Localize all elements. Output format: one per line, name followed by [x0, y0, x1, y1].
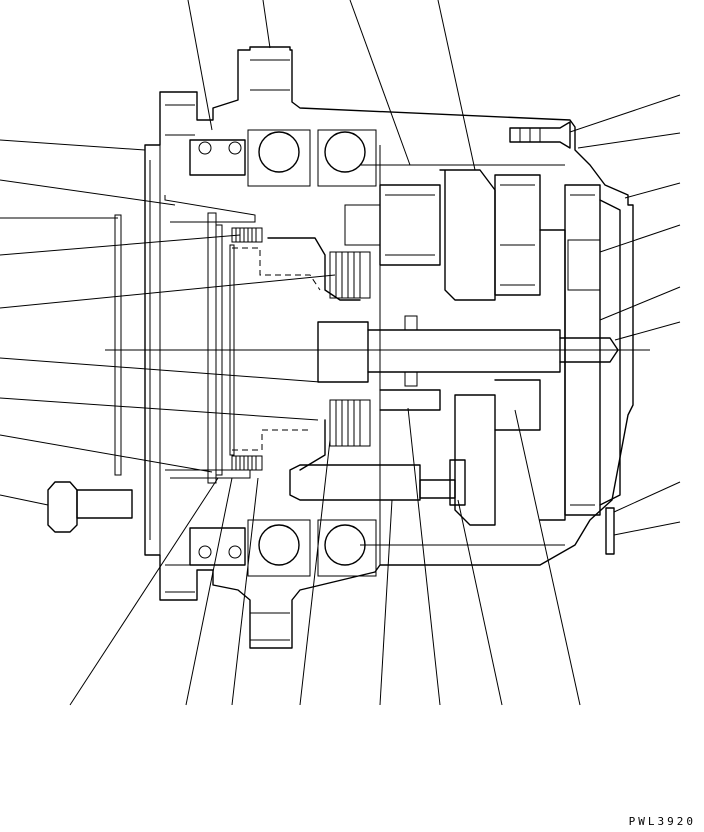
- leader-top-2: [263, 0, 270, 48]
- upper-bearing-pair: [190, 130, 376, 186]
- leader-bottom-4: [300, 440, 330, 705]
- lower-spring: [232, 456, 262, 470]
- lower-disc-pack: [330, 400, 370, 446]
- leader-bottom-3: [232, 478, 258, 705]
- leader-right-5: [600, 287, 680, 320]
- leader-right-2: [578, 133, 680, 148]
- bottom-right-plug: [606, 508, 614, 554]
- lower-bearing-pair: [190, 520, 376, 576]
- leader-left-6: [0, 358, 320, 382]
- leader-right-6: [615, 322, 680, 340]
- leader-right-7: [614, 482, 680, 512]
- leader-left-2: [0, 180, 175, 205]
- lower-internal-bolt: [290, 460, 465, 505]
- leader-left-7: [0, 398, 318, 420]
- leader-right-1: [570, 95, 680, 132]
- external-hex-bolt: [48, 482, 132, 532]
- leader-top-3: [350, 0, 410, 165]
- leader-bottom-7: [458, 500, 502, 705]
- top-right-bolt: [510, 122, 570, 148]
- leader-top-1: [188, 0, 212, 130]
- leader-bottom-8: [515, 410, 580, 705]
- upper-cylinder-block: [345, 170, 540, 300]
- leader-left-5: [0, 275, 335, 308]
- leader-lines: [0, 0, 680, 705]
- drawing-reference-code: PWL3920: [628, 815, 696, 828]
- leader-left-1: [0, 140, 145, 150]
- leader-left-9: [0, 495, 48, 505]
- leader-top-4: [438, 0, 475, 170]
- leader-bottom-5: [380, 500, 392, 705]
- leader-bottom-2: [186, 478, 232, 705]
- leader-bottom-6: [408, 408, 440, 705]
- rear-plate: [540, 185, 620, 520]
- shaft-assembly: [318, 316, 618, 386]
- leader-left-4: [0, 235, 240, 255]
- leader-left-8: [0, 435, 212, 472]
- leader-bottom-1: [70, 478, 218, 705]
- upper-disc-pack: [330, 252, 370, 298]
- leader-right-4: [600, 225, 680, 252]
- leader-right-3: [625, 183, 680, 198]
- leader-right-8: [614, 522, 680, 535]
- cover-plate: [115, 195, 255, 483]
- lower-cylinder-block: [380, 380, 540, 525]
